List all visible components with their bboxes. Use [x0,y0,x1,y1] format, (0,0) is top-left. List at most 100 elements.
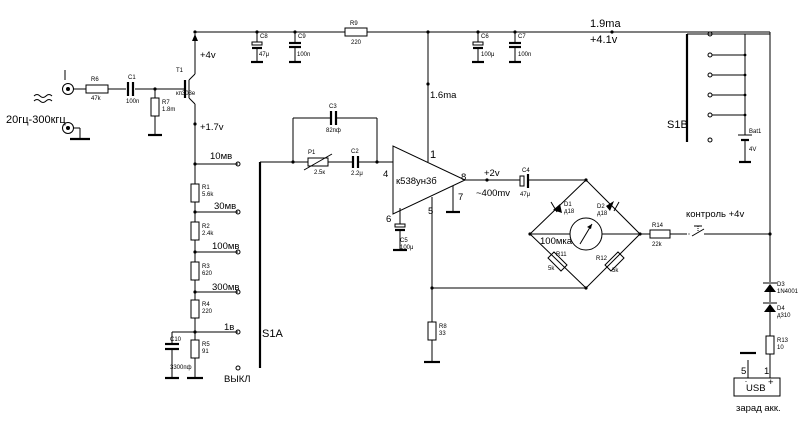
battery-bat1: Bat1 4V [738,129,762,164]
top-current: 1.9ma [590,18,621,30]
resistor-r13: R13 10 [765,335,789,355]
r1-ref: R1 [202,185,210,191]
pos-300mv: 300мв [212,282,239,293]
r3-value: 620 [202,271,213,277]
pin-4: 4 [383,169,388,180]
pos-30mv: 30мв [214,201,236,212]
c3-value: 82пф [326,128,341,134]
t1-ref: T1 [176,68,184,74]
p1-value: 2.5к [314,170,325,176]
transistor-t1: T1 кп303е +4v [176,34,216,105]
d2-value: д18 [597,211,608,217]
r12-value: 5k [612,268,619,274]
diode-d3: D3 1N4001 [763,282,799,295]
c8-value: 47μ [259,52,270,58]
top-voltage: +4.1v [590,34,618,46]
s1b-label: S1B [667,119,688,131]
usb-pin-5: 5 [741,366,746,377]
r12-ref: R12 [596,256,608,262]
c6-ref: C6 [481,34,489,40]
capacitor-c4: C4 47μ [519,168,531,198]
r7-ref: R7 [162,100,170,106]
d2-ref: D2 [597,204,605,210]
r13-ref: R13 [777,338,789,344]
input-stage: 20гц-300кгц R6 47k C1 100n R7 [6,70,185,141]
meter-label: 100мка [540,236,573,247]
resistor-r1 [190,183,200,203]
input-range-label: 20гц-300кгц [6,114,66,126]
resistor-r14: R14 22k [649,223,671,248]
out-dc-voltage: +2v [484,168,500,179]
capacitor-c5: C5 100μ [393,208,414,252]
capacitor-c8: C8 47μ [251,30,270,64]
diode-d2: D2 д18 [597,201,620,217]
gate-voltage: +1.7v [200,122,224,133]
r9-ref: R9 [350,21,358,27]
r14-ref: R14 [652,223,664,229]
resistor-r7 [150,97,160,117]
diode-d1: D1 д18 [550,201,575,215]
s1a-label: S1A [262,328,283,340]
capacitor-c9: C9 100n [289,30,310,64]
pos-off: ВЫКЛ [224,374,251,385]
opamp-u1: к538ун3б 1.6ma 1 4 6 5 8 7 [383,30,466,288]
c7-value: 100n [518,52,531,58]
c1-ref: C1 [128,75,136,81]
pos-10mv: 10мв [210,151,232,162]
r4-ref: R4 [202,302,210,308]
control-label: контроль +4v [686,209,744,220]
r13-value: 10 [777,345,784,351]
c4-value: 47μ [520,192,531,198]
resistor-r5 [190,339,200,359]
c6-value: 100μ [481,52,495,58]
switch-s1b: S1B [667,31,770,143]
r7-value: 1.8m [162,107,175,113]
c4-ref: C4 [522,168,530,174]
usb-pin-1: 1 [764,366,769,377]
t1-source-voltage: +4v [200,50,216,61]
c3-ref: C3 [329,104,337,110]
r1-value: 5.6k [202,192,214,198]
c2-ref: C2 [351,149,359,155]
c7-ref: C7 [518,34,526,40]
usb-plus: + [768,377,774,388]
resistor-r12: R12 5k [596,251,625,274]
r11-value: 5k [548,266,555,272]
wave-icon [33,99,53,103]
d3-value: 1N4001 [777,289,799,295]
resistor-r2 [190,221,200,241]
usb-caption: зарад акк. [736,403,781,414]
pin-5: 5 [428,206,433,217]
c2-value: 2.2μ [351,171,363,177]
r3-ref: R3 [202,264,210,270]
c8-ref: C8 [260,34,268,40]
diode-d4: D4 д310 [763,302,791,319]
control-button: контроль +4v [686,209,770,237]
switch-s1a: S1A [258,161,308,368]
c9-value: 100n [297,52,310,58]
d1-value: д18 [564,209,575,215]
r4-value: 220 [202,309,213,315]
r6-value: 47k [91,96,102,102]
p1-ref: P1 [308,150,316,156]
c5-value: 100μ [400,245,414,251]
opamp-current: 1.6ma [430,90,457,101]
r2-ref: R2 [202,224,210,230]
capacitor-c7: C7 100n [509,30,531,64]
r6-ref: R6 [91,77,99,83]
d1-ref: D1 [564,202,572,208]
c10-ref: C10 [170,337,182,343]
r11-ref: R11 [556,252,567,258]
r8-value: 33 [439,331,446,337]
t1-value: кп303е [176,91,196,97]
r5-ref: R5 [202,342,210,348]
pin-1: 1 [430,149,436,161]
pos-100mv: 100мв [212,241,239,252]
usb-minus: - [745,379,747,385]
resistor-r11: R11 5k [547,251,568,272]
c9-ref: C9 [298,34,306,40]
c5-ref: C5 [400,238,408,244]
r2-value: 2.4k [202,231,214,237]
